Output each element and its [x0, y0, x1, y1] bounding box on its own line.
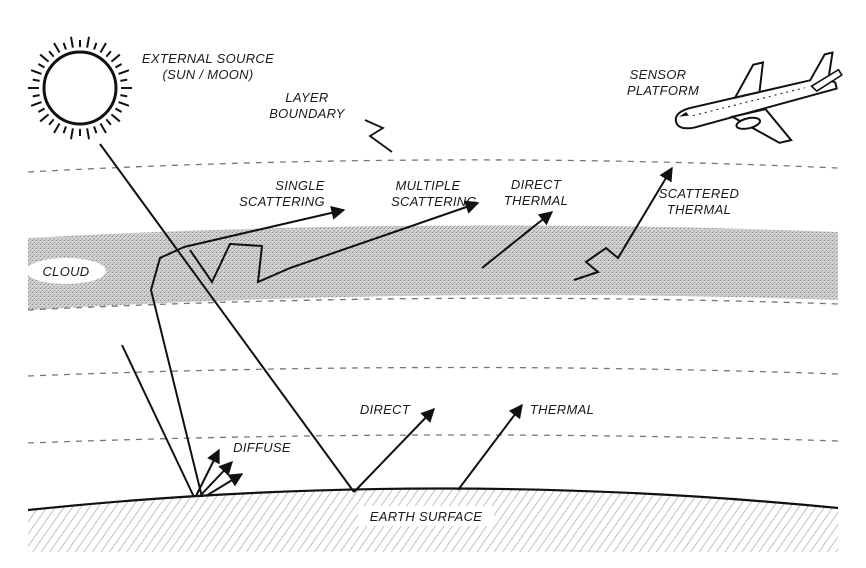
sun-ray	[110, 53, 121, 63]
layer-boundary-label-line2: BOUNDARY	[269, 106, 346, 121]
sun-ray	[48, 118, 55, 126]
sun-ray	[69, 128, 74, 140]
sun-ray	[39, 53, 50, 63]
direct-thermal-arrow	[481, 211, 554, 269]
source-label-line2: (SUN / MOON)	[163, 67, 254, 82]
layer-boundary-label-line1: LAYER	[285, 90, 328, 105]
sun-ray	[110, 113, 121, 123]
sun-ray	[39, 113, 50, 123]
thermal-arrow	[457, 403, 523, 491]
multiple-scattering-arrow	[189, 200, 480, 284]
layer-boundary-line-middle	[27, 366, 839, 377]
source-label-line1: EXTERNAL SOURCE	[142, 51, 274, 66]
direct-arrow	[353, 407, 435, 493]
sun-ray	[99, 42, 107, 53]
diffuse-incoming-ray-2	[149, 246, 203, 498]
sun-ray	[105, 50, 112, 58]
diffuse-label: DIFFUSE	[233, 440, 291, 455]
sun-icon	[28, 36, 132, 140]
sensor-platform-label-line2: PLATFORM	[627, 83, 699, 98]
scattered-thermal-arrow	[573, 166, 673, 281]
direct-thermal-label-line2: THERMAL	[504, 193, 568, 208]
layer-boundary-pointer	[364, 119, 393, 153]
sun-ray	[93, 42, 98, 50]
earth-surface-label: EARTH SURFACE	[370, 509, 483, 524]
sun-ray	[62, 126, 67, 134]
sun-ray	[115, 63, 123, 69]
scattered-thermal-label-line1: SCATTERED	[659, 186, 739, 201]
layer-boundary-line-lower	[27, 434, 839, 444]
sun-ray	[32, 94, 40, 98]
sun-ray	[53, 42, 61, 53]
multiple-scattering-label-line2: SCATTERING	[391, 194, 477, 209]
sun-ray	[86, 36, 91, 48]
sun-ray	[69, 36, 74, 48]
diffuse-arrow-2	[199, 460, 233, 497]
sun-ray	[115, 107, 123, 113]
earth-surface-outline	[27, 487, 839, 512]
diffuse-arrow-1	[195, 448, 220, 497]
sun-ray	[30, 101, 42, 107]
layer-boundary-line-top	[27, 159, 839, 173]
sun-ray	[105, 118, 112, 126]
single-scattering-label-line2: SCATTERING	[239, 194, 325, 209]
sun-ray	[99, 123, 107, 134]
sun-ray	[120, 78, 128, 82]
sun-ray	[62, 42, 67, 50]
diffuse-incoming-ray-1	[121, 344, 195, 498]
diffuse-arrow-3	[205, 473, 244, 497]
sun-ray	[37, 107, 45, 113]
sun-ray	[53, 123, 61, 134]
earth-label-background	[358, 506, 494, 526]
sun-ray	[118, 69, 130, 75]
sun-ray	[30, 69, 42, 75]
solar-ray	[99, 143, 355, 493]
cloud-label: CLOUD	[42, 264, 89, 279]
cloud-label-background	[26, 258, 106, 284]
sun-ray	[118, 101, 130, 107]
single-scattering-label-line1: SINGLE	[275, 178, 325, 193]
thermal-label: THERMAL	[530, 402, 594, 417]
sun-ray	[120, 94, 128, 98]
cloud-band	[28, 225, 838, 310]
single-scattering-arrow	[183, 206, 346, 248]
sun-ray	[48, 50, 55, 58]
sun-ray	[32, 78, 40, 82]
direct-thermal-label-line1: DIRECT	[511, 177, 562, 192]
sensor-platform-label-line1: SENSOR	[630, 67, 687, 82]
sun-ray	[37, 63, 45, 69]
direct-label: DIRECT	[360, 402, 411, 417]
multiple-scattering-label-line1: MULTIPLE	[395, 178, 460, 193]
scattered-thermal-label-line2: THERMAL	[667, 202, 731, 217]
sun-ray	[86, 128, 91, 140]
airplane-icon	[674, 51, 843, 144]
sun-ray	[93, 126, 98, 134]
